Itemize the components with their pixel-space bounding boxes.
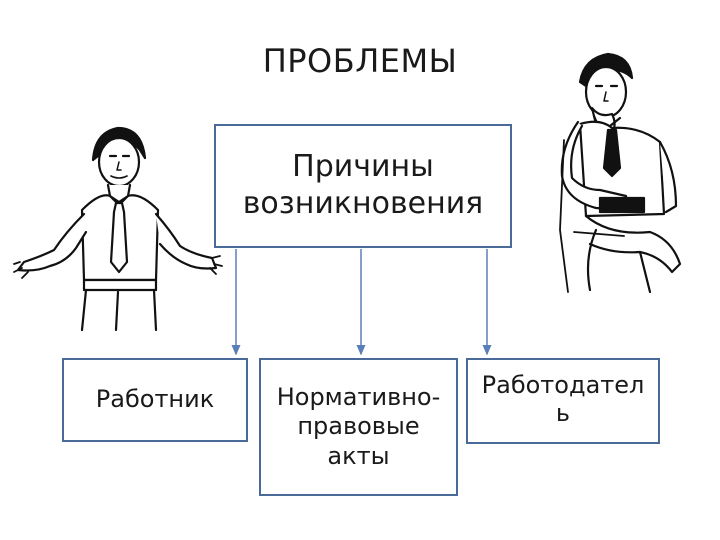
causes-label: Причины возникновения xyxy=(242,149,484,221)
worker-shrugging-figure xyxy=(13,126,223,332)
employer-label: Работодател ь xyxy=(481,371,645,427)
worker-label: Работник xyxy=(95,385,215,414)
employer-seated-figure xyxy=(559,52,682,294)
legal-acts-box: Нормативно- правовые акты xyxy=(259,358,458,496)
employer-box: Работодател ь xyxy=(466,358,660,444)
diagram-title: ПРОБЛЕМЫ xyxy=(262,42,458,80)
worker-box: Работник xyxy=(62,358,248,442)
causes-box: Причины возникновения xyxy=(214,124,512,248)
legal-acts-label: Нормативно- правовые акты xyxy=(276,383,441,470)
